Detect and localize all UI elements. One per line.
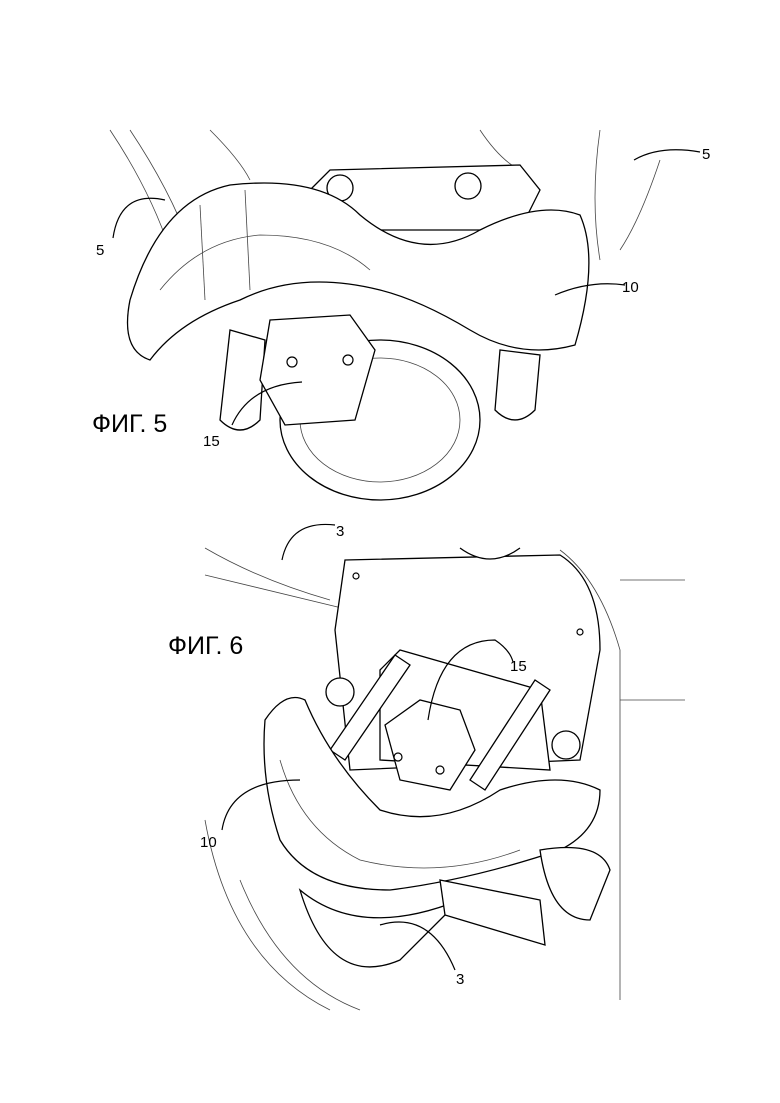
reference-label-10: 10: [622, 279, 639, 296]
figure-6-caption: ФИГ. 6: [168, 632, 243, 661]
reference-label-3-bottom: 3: [456, 971, 464, 988]
reference-label-5-left: 5: [96, 242, 104, 259]
reference-label-3-top: 3: [336, 523, 344, 540]
figure-5-caption: ФИГ. 5: [92, 410, 167, 439]
reference-label-10: 10: [200, 834, 217, 851]
reference-label-5-right: 5: [702, 146, 710, 163]
reference-label-15: 15: [203, 433, 220, 450]
reference-label-15: 15: [510, 658, 527, 675]
